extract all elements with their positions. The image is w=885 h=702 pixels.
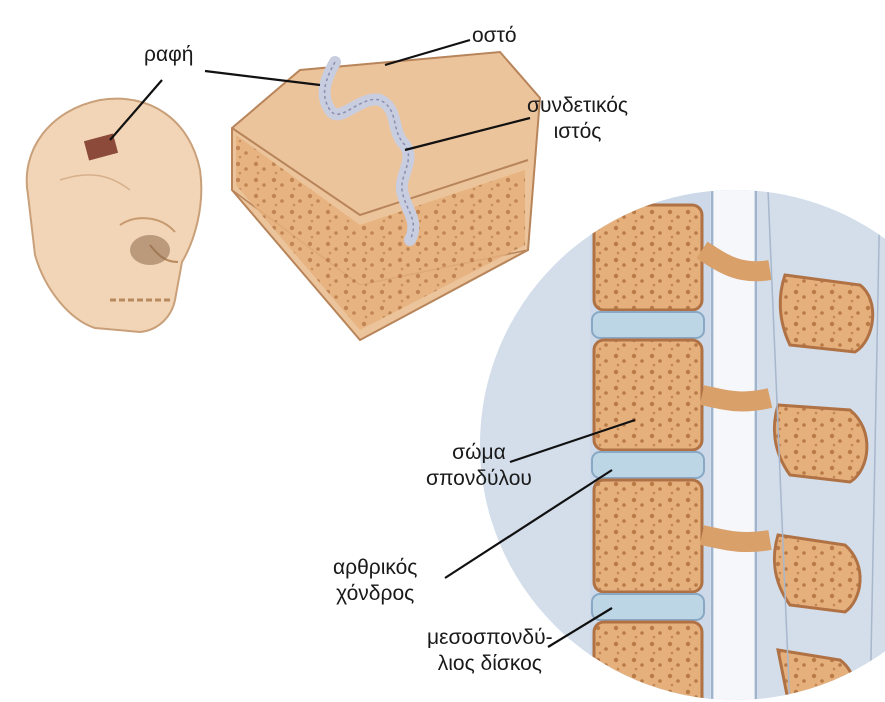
label-syndetikos-line2: ιστός (527, 119, 628, 145)
label-arthrikos-line1: αρθρικός (333, 555, 417, 581)
label-mesospondylios-line1: μεσοσπονδύ- (427, 625, 553, 651)
label-soma-spondylou: σώμα σπονδύλου (426, 440, 532, 493)
label-mesospondylios-line2: λιος δίσκος (427, 651, 553, 677)
vertebral-body (594, 480, 702, 592)
label-rafi: ραφή (144, 42, 193, 68)
label-arthrikos-chondros: αρθρικός χόνδρος (333, 555, 417, 608)
label-soma-line1: σώμα (426, 440, 532, 466)
intervertebral-disc (592, 452, 704, 478)
label-rafi-text: ραφή (144, 42, 193, 68)
label-arthrikos-line2: χόνδρος (333, 581, 417, 607)
intervertebral-disc (592, 312, 704, 338)
label-syndetikos-istos: συνδετικός ιστός (527, 93, 628, 146)
label-syndetikos-line1: συνδετικός (527, 93, 628, 119)
label-mesospondylios-diskos: μεσοσπονδύ- λιος δίσκος (427, 625, 553, 678)
vertebral-body (594, 622, 702, 702)
label-osto-text: οστό (472, 23, 517, 49)
label-soma-line2: σπονδύλου (426, 466, 532, 492)
intervertebral-disc (592, 594, 704, 620)
vertebral-body (594, 340, 702, 450)
vertebral-body (594, 205, 702, 310)
label-osto: οστό (472, 23, 517, 49)
suture-block-illustration (232, 52, 540, 340)
spine-illustration (480, 180, 885, 702)
skull-illustration (27, 99, 202, 332)
